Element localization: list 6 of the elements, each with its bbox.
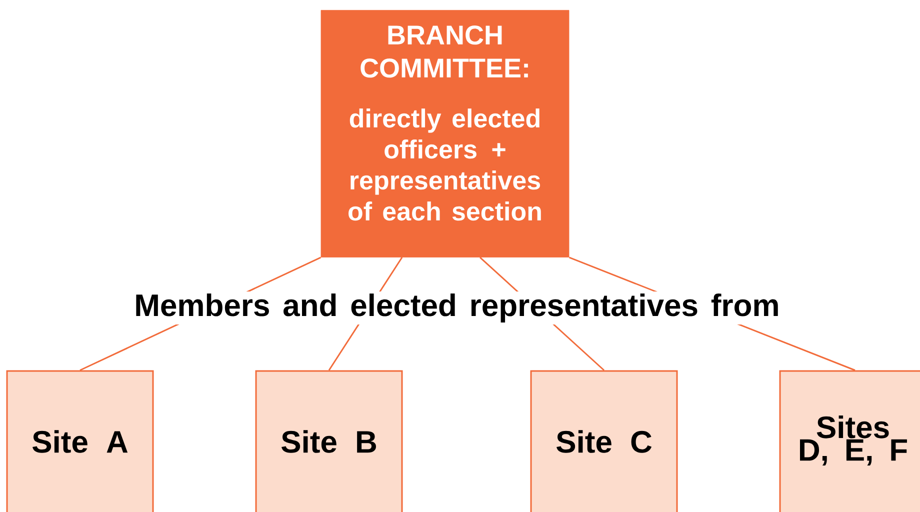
committee-box: BRANCH COMMITTEE: directly elected officers + representatives of each section [320,10,570,258]
site-box: Site A [6,370,154,512]
site-box: Site B [255,370,403,512]
site-box: Site C [530,370,678,512]
caption-text: Members and elected representatives from [132,292,782,324]
site-box: Sites D, E, F [779,370,920,512]
